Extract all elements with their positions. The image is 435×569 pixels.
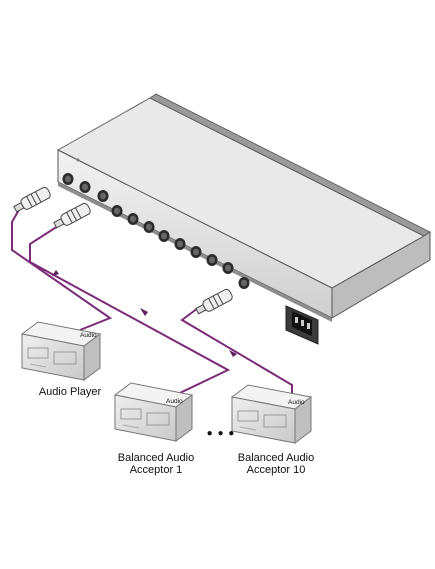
cable-output-1 [29,225,231,413]
flow-arrow-icon [52,270,59,276]
xlr-connector-icon [190,246,202,258]
acceptor-1-port-label: Audio [166,398,183,405]
xlr-connector-icon [222,262,234,274]
acceptor-10-label-line1: Balanced Audio [237,452,315,464]
player-port-label: Audio [80,332,97,339]
xlr-connector-icon [111,205,123,217]
xlr-connector-icon [158,230,170,242]
xlr-connector-icon [97,190,109,202]
acceptor-1-device: Audio [113,382,194,442]
power-inlet-icon [285,305,319,345]
audio-player-device: Audio [20,321,102,381]
acceptor-10-device: Audio [230,384,313,444]
xlr-connector-icon [238,277,250,289]
audio-player-label: Audio Player [38,386,102,398]
xlr-plug-input [13,186,51,213]
cable-output-10 [180,307,293,398]
acceptor-10-label-line2: Acceptor 10 [246,464,306,476]
xlr-plug-output-1 [53,202,91,229]
acceptor-1-label-line1: Balanced Audio [117,452,195,464]
flow-arrow-icon [229,350,237,357]
xlr-connector-icon [143,221,155,233]
xlr-plug-output-10 [195,288,233,315]
rack-unit [56,93,431,322]
acceptor-1-label: Balanced Audio Acceptor 1 [108,452,204,476]
ellipsis-dots: ● ● ● [206,428,236,439]
flow-arrow-icon [140,308,148,316]
acceptor-1-label-line2: Acceptor 1 [129,464,183,476]
xlr-connector-icon [79,181,91,193]
acceptor-10-port-label: Audio [288,399,305,406]
cable-input [11,207,113,331]
xlr-connector-icon [127,213,139,225]
xlr-connector-icon [206,254,218,266]
xlr-connector-row [62,173,250,289]
acceptor-10-label: Balanced Audio Acceptor 10 [228,452,324,476]
xlr-connector-icon [62,173,74,185]
xlr-connector-icon [174,238,186,250]
